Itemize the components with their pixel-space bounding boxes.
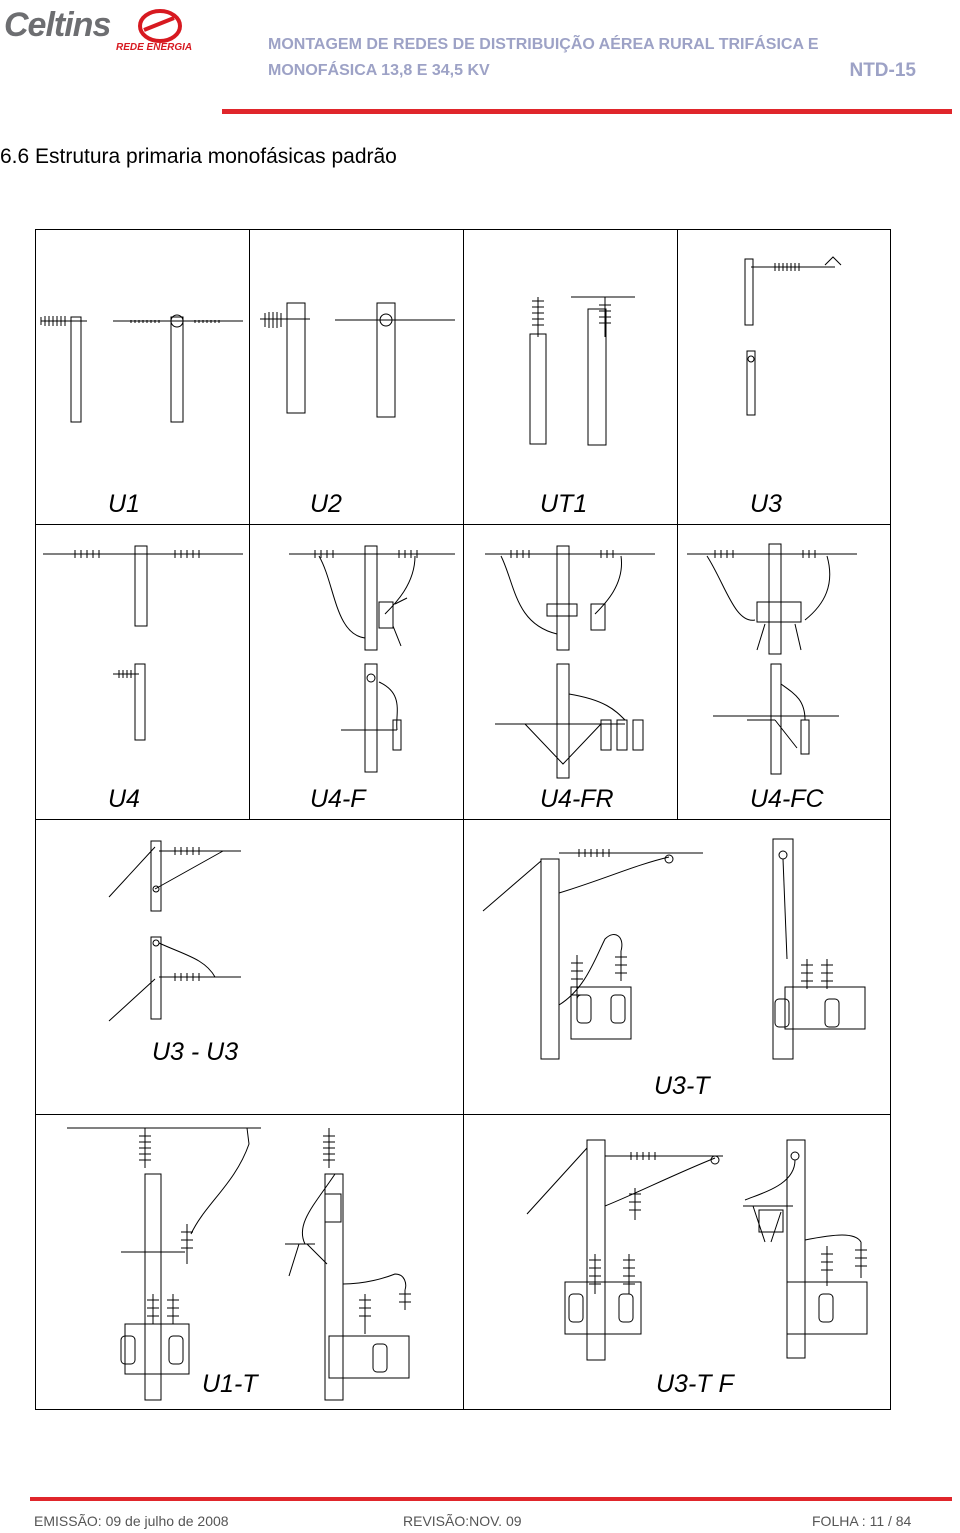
table-col-divider — [677, 229, 678, 819]
document-code: NTD-15 — [849, 60, 916, 81]
label-ut1: UT1 — [540, 490, 588, 518]
ut1-drawing — [529, 296, 635, 446]
label-u4fc: U4-FC — [750, 785, 824, 813]
u2-drawing — [260, 302, 455, 418]
u3tf-drawing — [526, 1139, 868, 1361]
section-title: 6.6 Estrutura primaria monofásicas padrã… — [0, 145, 397, 168]
label-u3t: U3-T — [654, 1072, 710, 1100]
logo-subtitle: REDE ENERGIA — [116, 42, 193, 53]
u4fc-drawing — [687, 543, 857, 775]
footer-revisao: REVISÃO:NOV. 09 — [403, 1513, 522, 1529]
label-u1: U1 — [108, 490, 140, 518]
drawing-row2 — [43, 543, 857, 779]
document-title-line1: MONTAGEM DE REDES DE DISTRIBUIÇÃO AÉREA … — [268, 36, 819, 53]
u3u3-drawing — [108, 840, 241, 1022]
label-u3u3: U3 - U3 — [152, 1038, 239, 1066]
label-u4f: U4-F — [310, 785, 366, 813]
drawing-row1 — [40, 256, 842, 446]
label-u3tf: U3-T F — [656, 1370, 734, 1398]
label-u4: U4 — [108, 785, 140, 813]
footer-emissao: EMISSÃO: 09 de julho de 2008 — [34, 1513, 229, 1529]
label-u4fr: U4-FR — [540, 785, 614, 813]
header-divider — [222, 109, 952, 114]
label-u3: U3 — [750, 490, 782, 518]
u1t-drawing — [67, 1127, 411, 1401]
logo-swoosh-icon — [138, 9, 182, 43]
table-col-divider — [463, 229, 464, 1410]
footer-folha: FOLHA : 11 / 84 — [812, 1513, 912, 1529]
u4fr-drawing — [485, 545, 655, 779]
footer-divider — [30, 1497, 952, 1501]
table-col-divider — [249, 229, 250, 819]
u3t-drawing — [482, 838, 866, 1060]
label-u1t: U1-T — [202, 1370, 258, 1398]
drawing-row3 — [108, 838, 866, 1060]
u3-drawing — [744, 256, 842, 416]
label-u2: U2 — [310, 490, 342, 518]
document-title-line2: MONOFÁSICA 13,8 E 34,5 KV — [268, 62, 490, 79]
u4-drawing — [43, 545, 243, 741]
company-logo: Celtins REDE ENERGIA — [0, 4, 200, 54]
u4f-drawing — [289, 545, 455, 773]
logo-wordmark: Celtins — [4, 6, 111, 44]
drawing-row4 — [67, 1127, 868, 1401]
u1-drawing — [40, 314, 243, 423]
